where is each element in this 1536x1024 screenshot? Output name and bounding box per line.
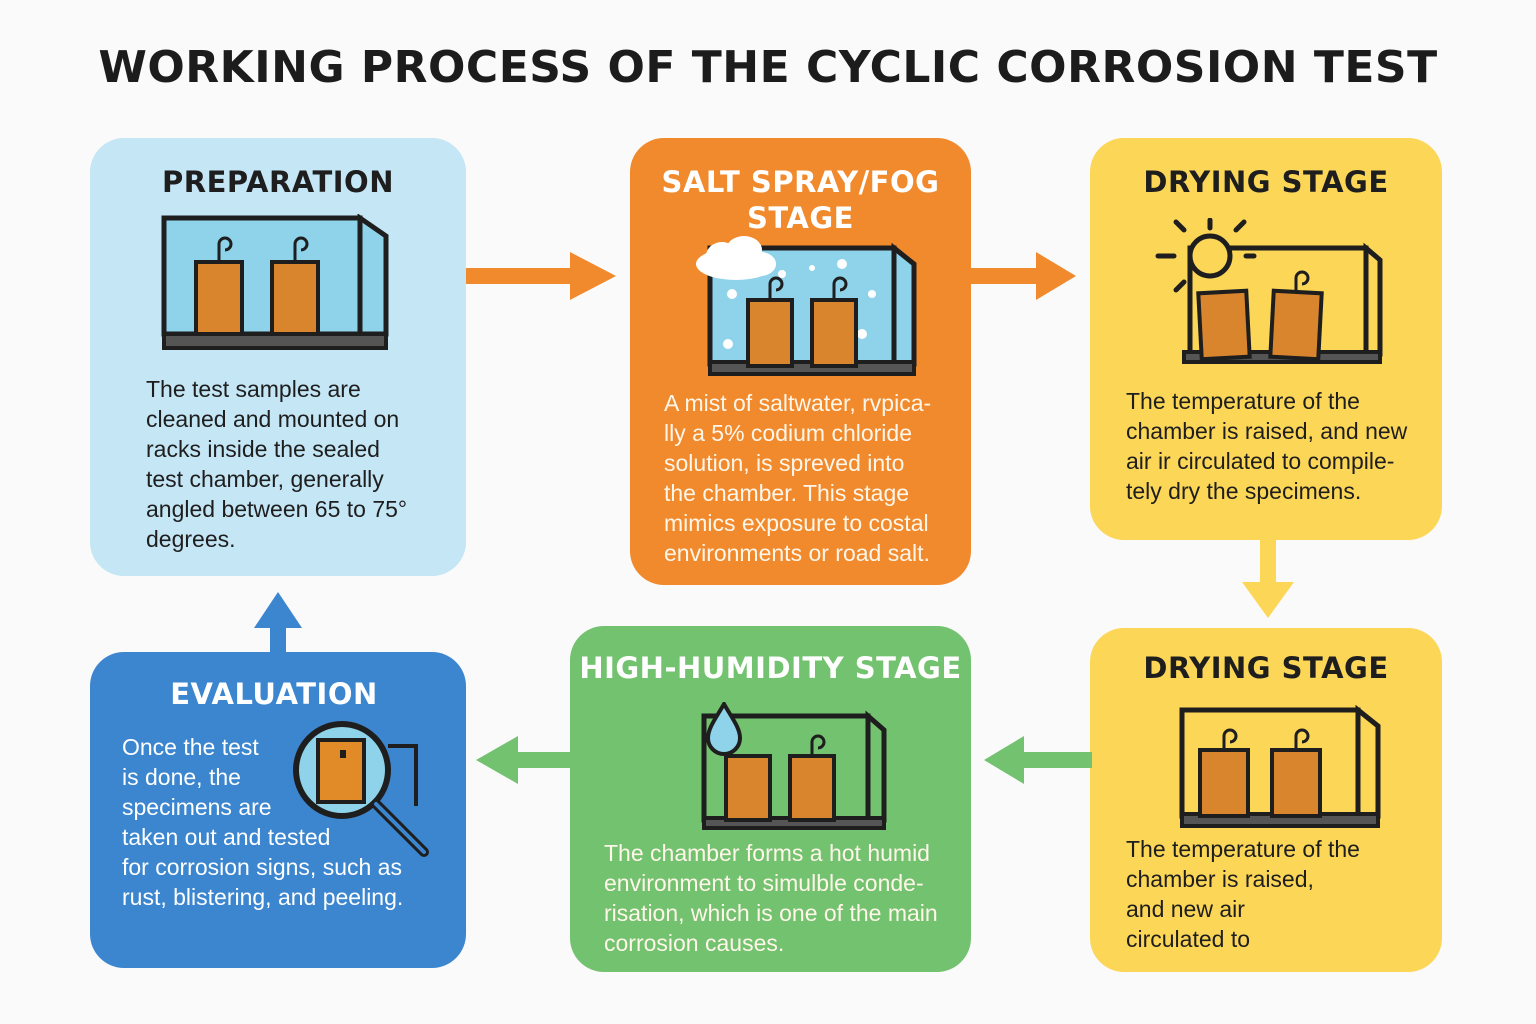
arrow-down-drying-to-drying: [1242, 538, 1294, 618]
card-title: HIGH-HUMIDITY STAGE: [579, 651, 962, 685]
card-text: The temperature of the chamber is raised…: [1126, 386, 1407, 506]
magnifier-icon: [293, 721, 429, 857]
card-text: The test samples are cleaned and mounted…: [146, 374, 407, 554]
arrow-right-preparation-to-salt: [466, 252, 616, 300]
text-line: degrees.: [146, 526, 236, 552]
card-high-humidity: HIGH-HUMIDITY STAGE The chamber forms a …: [570, 626, 971, 972]
text-line: A mist of saltwater, rvpica-: [664, 390, 932, 416]
card-text: Once the test is done, the specimens are…: [122, 732, 403, 912]
text-line: The chamber forms a hot humid: [604, 840, 930, 866]
arrow-up-evaluation-to-preparation: [254, 592, 302, 654]
text-line: circulated to: [1126, 926, 1251, 952]
card-drying-stage-1: DRYING STAGE The temperature of the cham…: [1090, 138, 1442, 540]
page-title: WORKING PROCESS OF THE CYCLIC CORROSION …: [98, 42, 1438, 93]
card-title: DRYING STAGE: [1143, 165, 1389, 199]
card-text: The chamber forms a hot humid environmen…: [604, 838, 938, 958]
chamber-icon: [1179, 704, 1381, 828]
text-line: rust, blistering, and peeling.: [122, 884, 404, 910]
text-line: risation, which is one of the main: [604, 900, 938, 926]
text-line: lly a 5% codium chloride: [664, 420, 913, 446]
text-line: chamber is raised, and new: [1126, 418, 1408, 444]
text-line: environments or road salt.: [664, 540, 930, 566]
text-line: test chamber, generally: [146, 466, 384, 492]
text-line: cleaned and mounted on: [146, 406, 400, 432]
chamber-icon: [161, 214, 389, 350]
text-line: The test samples are: [146, 376, 361, 402]
text-line: corrosion causes.: [604, 930, 785, 956]
text-line: The temperature of the: [1126, 388, 1360, 414]
text-line: mimics exposure to costal: [664, 510, 929, 536]
card-evaluation: EVALUATION Once the test is done, the sp…: [90, 652, 466, 968]
title-line: SALT SPRAY/FOG: [661, 165, 940, 199]
text-line: tely dry the specimens.: [1126, 478, 1362, 504]
text-line: angled between 65 to 75°: [146, 496, 408, 522]
card-drying-stage-2: DRYING STAGE The temperature of the cham…: [1090, 628, 1442, 972]
text-line: the chamber. This stage: [664, 480, 910, 506]
text-line: The temperature of the: [1126, 836, 1360, 862]
text-line: racks inside the sealed: [146, 436, 380, 462]
spray-chamber-icon: [696, 236, 917, 376]
text-line: chamber is raised,: [1126, 866, 1314, 892]
text-line: for corrosion signs, such as: [122, 854, 402, 880]
card-salt-spray: SALT SPRAY/FOG STAGE A mist of saltwater…: [630, 138, 971, 585]
card-text: The temperature of the chamber is raised…: [1126, 834, 1360, 954]
card-title: PREPARATION: [162, 165, 394, 199]
text-line: and new air: [1126, 896, 1245, 922]
title-line: STAGE: [747, 201, 854, 235]
card-preparation: PREPARATION The test samples are cleaned…: [90, 138, 466, 576]
text-line: environment to simulble conde-: [604, 870, 924, 896]
text-line: taken out and tested: [122, 824, 331, 850]
droplet-chamber-icon: [701, 702, 887, 830]
text-line: solution, is spreved into: [664, 450, 905, 476]
card-text: A mist of saltwater, rvpica- lly a 5% co…: [664, 388, 931, 568]
arrow-left-humidity-to-evaluation: [476, 736, 572, 784]
card-title: DRYING STAGE: [1143, 651, 1389, 685]
arrow-left-drying-to-humidity: [984, 736, 1092, 784]
arrow-right-salt-to-drying: [970, 252, 1076, 300]
text-line: is done, the: [122, 764, 241, 790]
text-line: Once the test: [122, 734, 259, 760]
text-line: specimens are: [122, 794, 272, 820]
card-title: SALT SPRAY/FOG STAGE: [630, 164, 971, 236]
text-line: air ir circulated to compile-: [1126, 448, 1395, 474]
sun-chamber-icon: [1155, 218, 1383, 364]
card-title: EVALUATION: [170, 677, 378, 711]
